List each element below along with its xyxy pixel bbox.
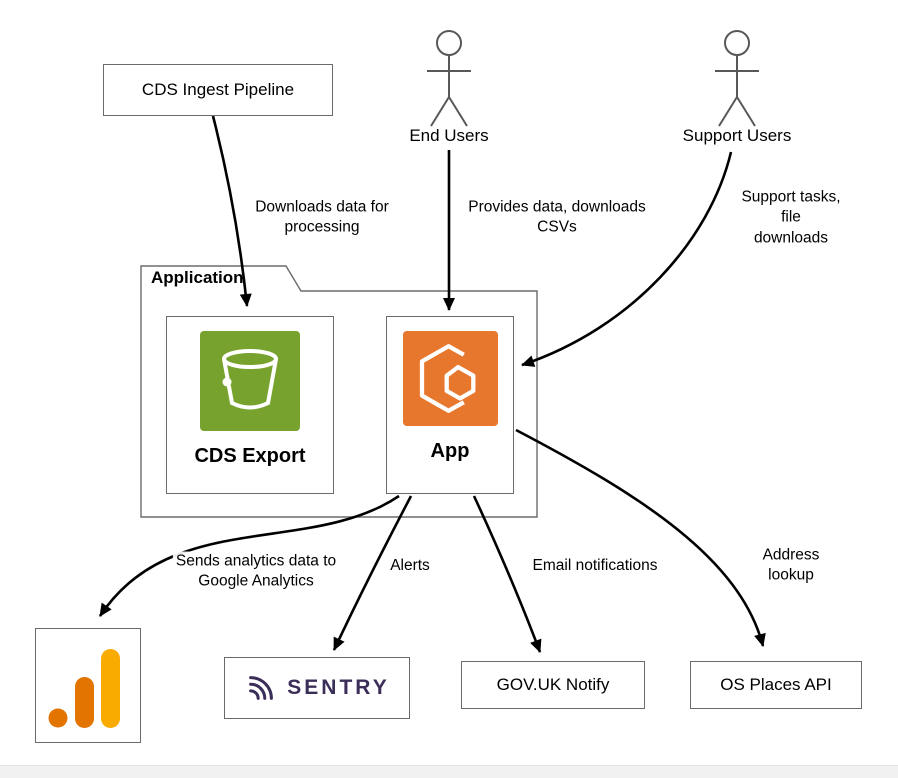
node-sentry: SENTRY [224, 657, 410, 719]
end-users-label: End Users [409, 126, 489, 145]
node-os-places-api: OS Places API [690, 661, 862, 709]
edge-label-app-to-sentry: Alerts [387, 555, 433, 577]
end-users-person-icon [427, 30, 471, 127]
edge-label-app-to-notify: Email notifications [529, 555, 661, 577]
node-cds-ingest-pipeline: CDS Ingest Pipeline [103, 64, 333, 116]
node-label: CDS Export [194, 445, 306, 467]
edge-app-to-notify [472, 495, 542, 653]
node-cds-export: CDS Export [166, 316, 334, 494]
google-analytics-icon [48, 648, 120, 728]
node-label: GOV.UK Notify [496, 674, 610, 694]
edge-app-to-sentry [332, 495, 413, 651]
sentry-wordmark: SENTRY [287, 676, 390, 699]
node-govuk-notify: GOV.UK Notify [461, 661, 645, 709]
support-users-label: Support Users [682, 126, 792, 145]
node-app: App [386, 316, 514, 494]
support-users-person-icon [715, 30, 759, 127]
edge-label-ingest-to-export: Downloads data for processing [252, 197, 392, 239]
application-group-label: Application [151, 268, 244, 287]
node-label: App [430, 440, 470, 462]
edge-label-app-to-analytics: Sends analytics data to Google Analytics [172, 551, 340, 593]
node-label: OS Places API [720, 674, 832, 694]
node-label: CDS Ingest Pipeline [141, 79, 295, 99]
edge-support-users-to-app [521, 151, 733, 367]
edge-label-support-users-to-app: Support tasks, file downloads [737, 187, 845, 249]
bottom-edge-strip [0, 765, 898, 778]
edge-label-end-users-to-app: Provides data, downloads CSVs [465, 197, 649, 239]
edge-label-app-to-os-places: Address lookup [737, 545, 845, 587]
edge-ingest-to-export [211, 115, 252, 307]
edge-app-to-analytics [98, 494, 400, 617]
s3-bucket-icon [200, 331, 300, 431]
ecs-container-icon [402, 331, 498, 426]
edge-app-to-os-places [515, 428, 766, 647]
node-google-analytics [35, 628, 141, 743]
sentry-logo-icon [249, 676, 274, 700]
